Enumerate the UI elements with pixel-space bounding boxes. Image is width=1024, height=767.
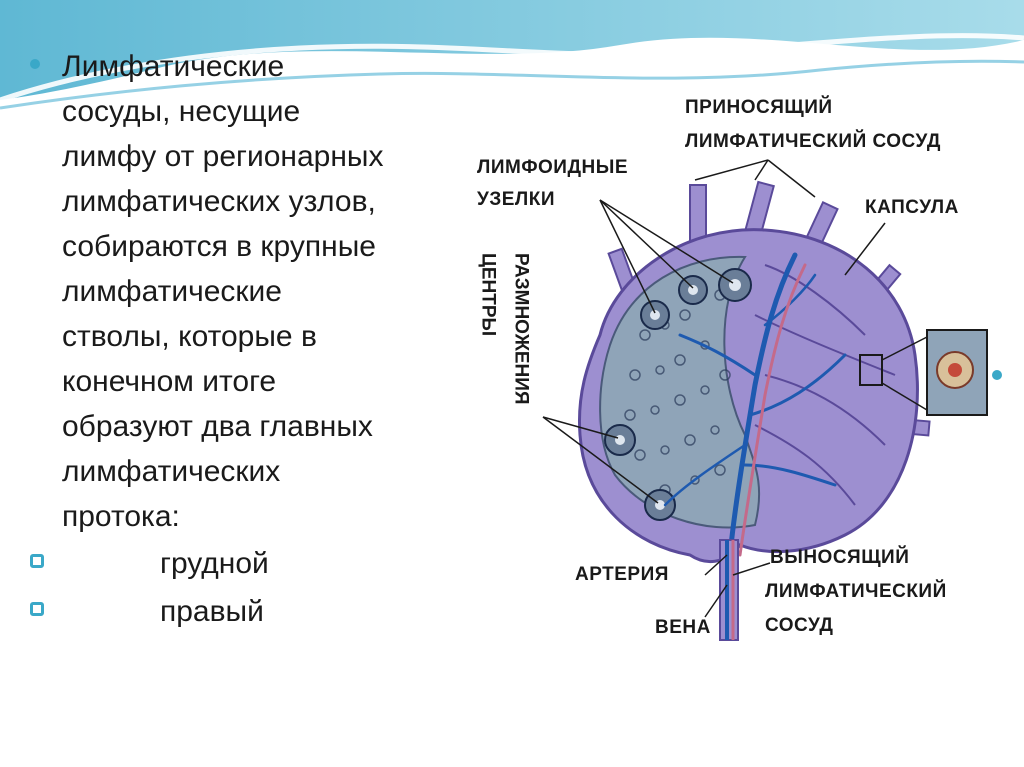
inset-cross-section [859, 329, 1002, 416]
lymph-node-svg: ПРИНОСЯЩИЙ ЛИМФАТИЧЕСКИЙ СОСУД ЛИМФОИДНЫ… [465, 85, 1024, 645]
header-wave-decoration [0, 0, 1024, 110]
main-line: образуют два главных [62, 410, 373, 443]
main-line: стволы, которые в [62, 320, 317, 353]
label-capsule: КАПСУЛА [865, 197, 959, 218]
label-efferent-3: СОСУД [765, 615, 833, 636]
lymph-node-diagram: ПРИНОСЯЩИЙ ЛИМФАТИЧЕСКИЙ СОСУД ЛИМФОИДНЫ… [465, 85, 1024, 645]
checkbox-bullet-icon [30, 602, 44, 616]
blood-vessel-tree [663, 252, 847, 558]
label-efferent-1: ВЫНОСЯЩИЙ [770, 546, 909, 568]
label-afferent-1: ПРИНОСЯЩИЙ [685, 96, 833, 118]
label-nodules-1: ЛИМФОИДНЫЕ [477, 157, 628, 178]
label-nodules-2: УЗЕЛКИ [477, 189, 555, 210]
main-line: лимфатических узлов, [62, 185, 376, 218]
checkbox-bullet-icon [30, 554, 44, 568]
main-line: лимфатических [62, 455, 281, 488]
label-centers-vertical: ЦЕНТРЫ [478, 253, 499, 336]
label-afferent-2: ЛИМФАТИЧЕСКИЙ СОСУД [685, 130, 941, 152]
main-line: сосуды, несущие [62, 95, 301, 128]
hilum-vessels [719, 539, 739, 641]
label-vein: ВЕНА [655, 617, 711, 638]
main-bullet-item: Лимфатические сосуды, несущие лимфу от р… [30, 44, 460, 539]
main-line: Лимфатические [62, 50, 285, 83]
sub-bullet-label: правый [160, 595, 264, 628]
sub-bullet-label: грудной [160, 547, 269, 580]
main-text-block: Лимфатические сосуды, несущие лимфу от р… [30, 44, 460, 539]
main-line: конечном итоге [62, 365, 277, 398]
main-line: лимфатические [62, 275, 282, 308]
main-line: протока: [62, 500, 180, 533]
leader-lines [542, 159, 886, 618]
label-artery: АРТЕРИЯ [575, 564, 669, 585]
main-line: лимфу от регионарных [62, 140, 384, 173]
main-line: собираются в крупные [62, 230, 376, 263]
bullet-dot-icon [30, 59, 40, 69]
label-efferent-2: ЛИМФАТИЧЕСКИЙ [765, 580, 947, 602]
label-reproduction-vertical: РАЗМНОЖЕНИЯ [511, 253, 532, 405]
